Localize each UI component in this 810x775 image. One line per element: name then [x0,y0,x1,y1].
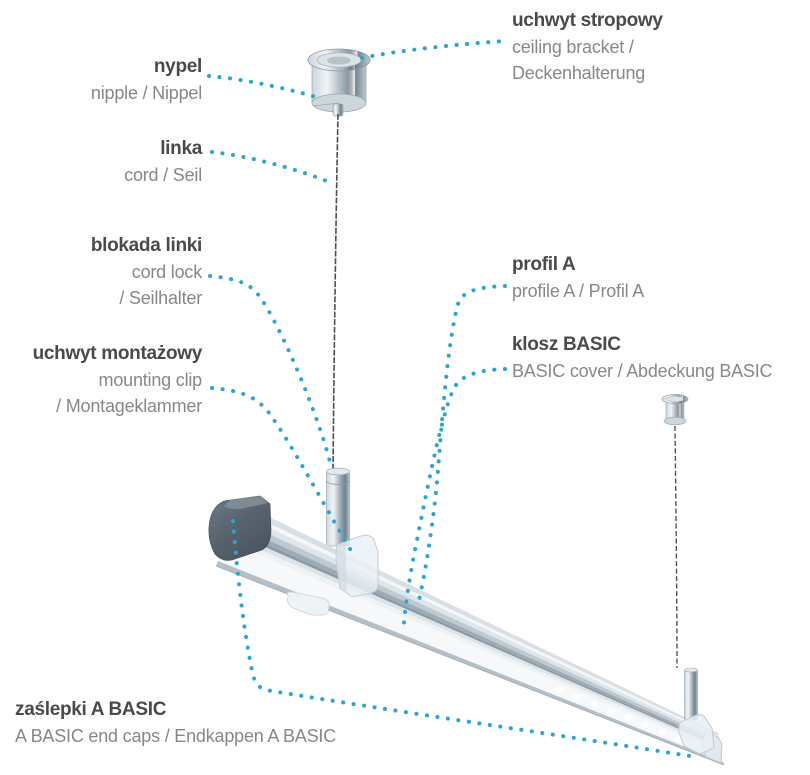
leader-ceiling-bracket [360,39,507,60]
mounting-clip-graphic [335,534,379,598]
label-mounting-clip: uchwyt montażowy mounting clip / Montage… [32,341,203,419]
cord-2-graphic [674,425,678,669]
ceiling-bracket-2-graphic [661,394,689,426]
leader-cord [210,150,331,184]
label-basic-cover: klosz BASIC BASIC cover / Abdeckung BASI… [512,332,773,384]
label-basic-cover-term: klosz BASIC [512,334,621,355]
label-nipple: nypel nipple / Nippel [91,54,202,106]
label-cord-lock: blokada linki cord lock / Seilhalter [91,233,202,311]
cord-lock-2-graphic [684,667,698,721]
leader-lines [207,39,698,759]
label-basic-cover-trans: BASIC cover / Abdeckung BASIC [512,361,773,381]
label-end-caps: zaślepki A BASIC A BASIC end caps / Endk… [15,697,336,749]
label-profile-a-term: profil A [512,254,576,275]
leader-basic-cover [402,367,507,625]
cord-lock-graphic [326,467,350,547]
label-cord: linka cord / Seil [124,136,202,188]
leader-end-caps [231,519,698,759]
label-profile-a: profil A profile A / Profil A [512,252,644,304]
label-cord-trans: cord / Seil [124,165,202,185]
label-cord-lock-term: blokada linki [90,235,202,256]
leader-mounting-clip [210,386,354,554]
leader-profile-a [416,284,507,607]
label-ceiling-bracket-trans: ceiling bracket / Deckenhalterung [512,37,646,83]
end-cap-graphic [208,495,272,561]
label-mounting-clip-trans: mounting clip / Montageklammer [56,370,202,416]
cord-graphic [332,113,339,471]
leader-nipple [207,74,324,101]
mounting-clip-2-graphic [678,714,715,755]
label-ceiling-bracket-term: uchwyt stropowy [512,10,663,31]
leader-cord-lock [208,274,333,468]
label-mounting-clip-term: uchwyt montażowy [32,343,203,364]
basic-cover-graphic [217,540,724,763]
label-nipple-trans: nipple / Nippel [90,83,202,103]
mounting-clip-front-graphic [286,591,330,616]
label-ceiling-bracket: uchwyt stropowy ceiling bracket / Decken… [512,8,663,86]
label-end-caps-trans: A BASIC end caps / Endkappen A BASIC [15,726,337,746]
label-end-caps-term: zaślepki A BASIC [15,699,167,720]
label-cord-lock-trans: cord lock / Seilhalter [119,262,202,308]
label-profile-a-trans: profile A / Profil A [512,281,645,301]
label-cord-term: linka [160,138,202,159]
ceiling-bracket-graphic [307,48,371,117]
label-nipple-term: nypel [153,56,202,77]
